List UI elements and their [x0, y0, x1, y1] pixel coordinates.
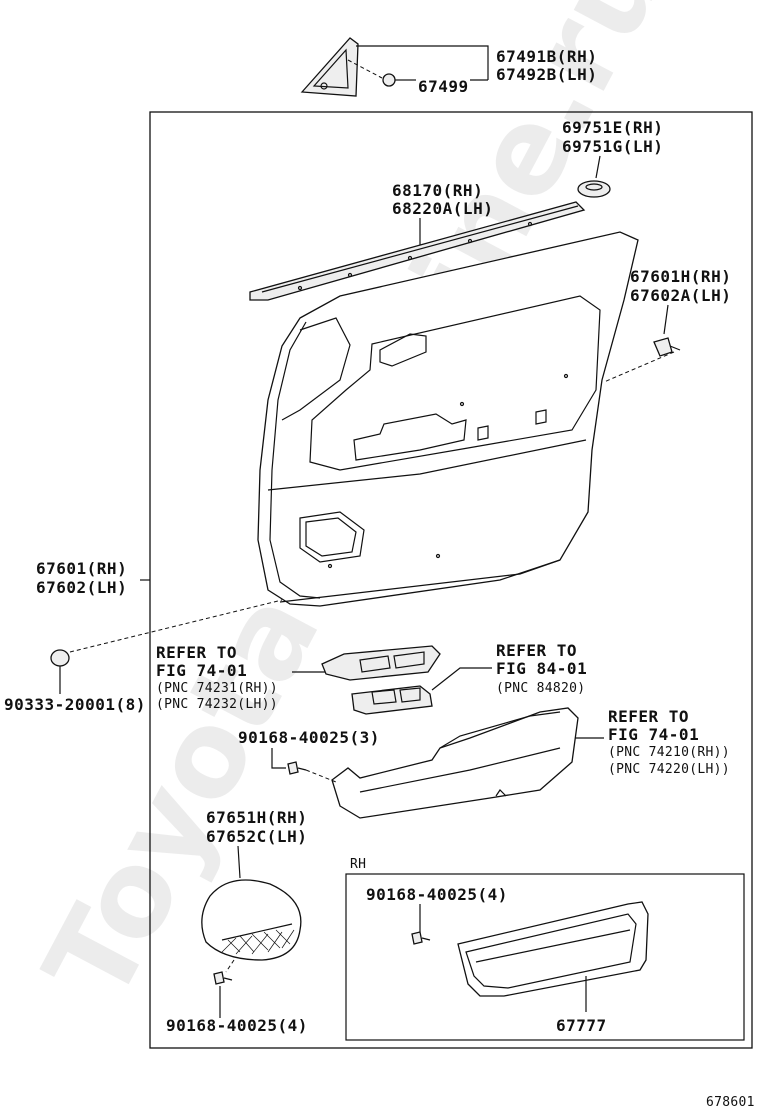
callout-weatherstrip-lh: 68220A(LH) [392, 199, 493, 218]
callout-clip-lh: 67602A(LH) [630, 286, 731, 305]
refer-mid-line3: (PNC 84820) [496, 681, 585, 696]
callout-plug: 90333-20001(8) [4, 695, 146, 714]
callout-speaker-lh: 67652C(LH) [206, 827, 307, 846]
leader-speaker [237, 845, 241, 879]
leader-screw-armrest-dashed [305, 769, 337, 783]
speaker-grille-part [201, 879, 302, 961]
refer-mid-line1: REFER TO [496, 641, 577, 660]
leader-cap [595, 155, 601, 179]
refer-right-line4: (PNC 74220(LH)) [608, 762, 730, 777]
callout-screw-speaker: 90168-40025(4) [166, 1016, 308, 1035]
callout-speaker-rh: 67651H(RH) [206, 808, 307, 827]
refer-right-line1: REFER TO [608, 707, 689, 726]
callout-mirror-cover-lh: 67492B(LH) [496, 65, 597, 84]
rh-box [345, 873, 745, 1041]
switch-bezel-part [321, 645, 441, 681]
leader-refer-mid [431, 667, 492, 691]
callout-board-lh: 67602(LH) [36, 578, 127, 597]
callout-board-rh: 67601(RH) [36, 559, 127, 578]
plug-part [50, 649, 70, 667]
callout-pocket: 67777 [556, 1016, 607, 1035]
refer-left-line1: REFER TO [156, 643, 237, 662]
clip-67499-part [382, 73, 404, 87]
callout-weatherstrip-rh: 68170(RH) [392, 181, 483, 200]
callout-cap-rh: 69751E(RH) [562, 118, 663, 137]
callout-clip-rh: 67601H(RH) [630, 267, 731, 286]
mirror-cover-part [300, 37, 359, 97]
figure-number: 678601 [706, 1095, 755, 1110]
screw-speaker-part [213, 971, 233, 985]
refer-right-line3: (PNC 74210(RH)) [608, 745, 730, 760]
rh-box-label: RH [350, 857, 366, 872]
weatherstrip-part [249, 201, 586, 301]
refer-left-line3: (PNC 74231(RH)) [156, 681, 278, 696]
leader-mirror-cover [356, 45, 489, 81]
screw-armrest-part [287, 761, 307, 775]
screw-pocket-part [411, 931, 431, 945]
callout-screw-pocket: 90168-40025(4) [366, 885, 508, 904]
callout-mirror-cover-rh: 67491B(RH) [496, 47, 597, 66]
leader-screw-armrest [271, 748, 286, 769]
leader-clip [663, 304, 669, 335]
callout-clip-67499: 67499 [418, 77, 469, 96]
cap-part [577, 180, 611, 198]
leader-plug-dashed [69, 599, 283, 653]
clip-67601h-part [653, 337, 681, 357]
callout-screw-armrest: 90168-40025(3) [238, 728, 380, 747]
refer-mid-line2: FIG 84-01 [496, 659, 587, 678]
refer-right-line2: FIG 74-01 [608, 725, 699, 744]
window-switch-part [351, 685, 433, 715]
door-pocket-part [457, 901, 649, 997]
armrest-part [331, 707, 579, 819]
door-trim-board-part [257, 231, 639, 607]
callout-cap-lh: 69751G(LH) [562, 137, 663, 156]
refer-left-line2: FIG 74-01 [156, 661, 247, 680]
leader-speaker-dashed [225, 959, 235, 973]
leader-clip-dashed [603, 351, 675, 383]
refer-left-line4: (PNC 74232(LH)) [156, 697, 278, 712]
